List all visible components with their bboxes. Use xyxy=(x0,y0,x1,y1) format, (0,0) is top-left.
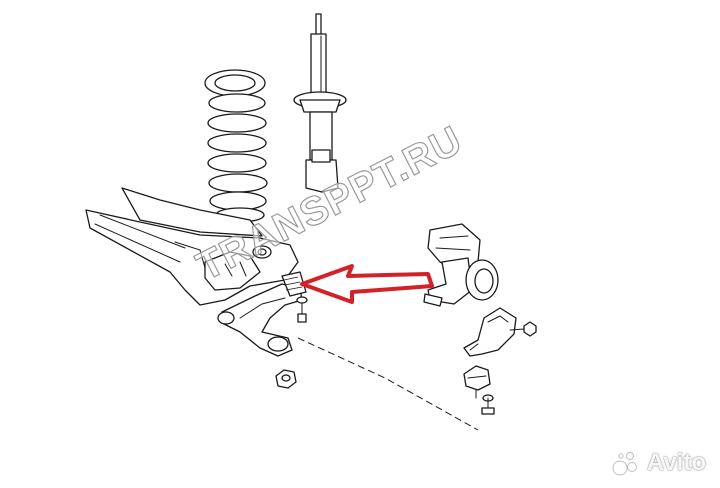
pointer-arrow xyxy=(300,264,434,304)
ball-joint xyxy=(463,365,491,399)
subframe xyxy=(85,187,299,306)
dust-shield xyxy=(463,307,517,357)
arm-bolt xyxy=(296,296,308,323)
shock-absorber xyxy=(293,13,347,193)
lower-control-arm xyxy=(217,271,307,357)
arm-nut xyxy=(275,369,297,389)
ball-joint-bolt xyxy=(481,394,495,415)
assembly-guide-line xyxy=(297,337,479,431)
avito-badge: Avito xyxy=(611,448,706,478)
shield-bolt xyxy=(509,321,537,337)
avito-badge-text: Avito xyxy=(646,449,706,476)
avito-logo-icon xyxy=(612,452,637,476)
coil-spring xyxy=(204,69,268,223)
steering-knuckle xyxy=(423,223,499,307)
